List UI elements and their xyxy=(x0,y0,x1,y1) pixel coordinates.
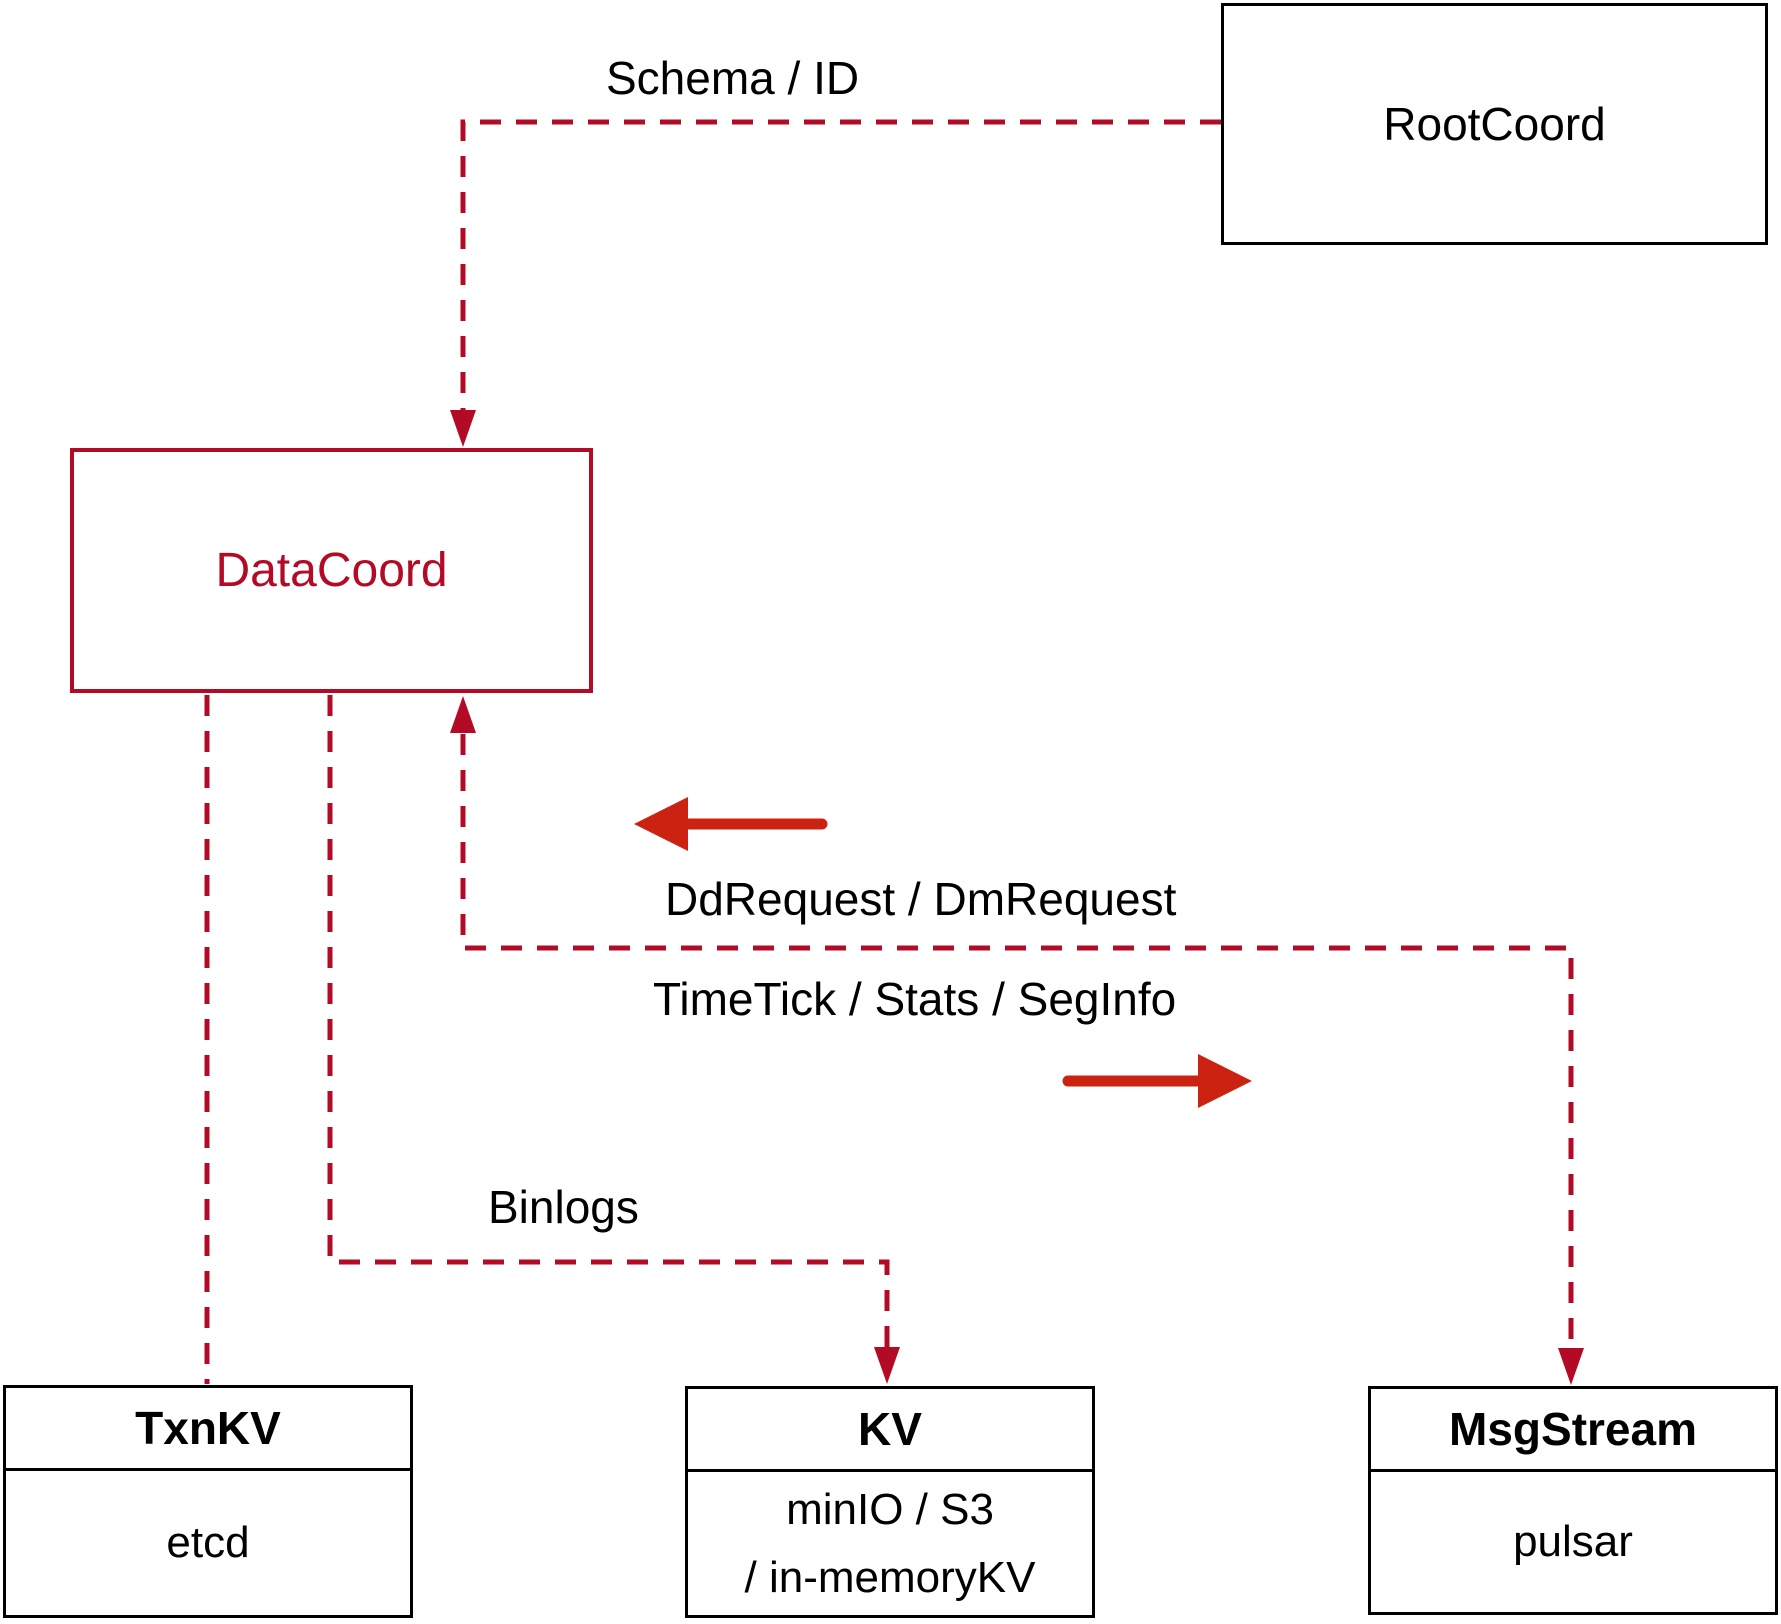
edge-label-timetick-stats-seginfo: TimeTick / Stats / SegInfo xyxy=(653,973,1177,1025)
rootcoord-label: RootCoord xyxy=(1383,98,1606,150)
txnkv-title: TxnKV xyxy=(6,1388,410,1471)
kv-line: minIO / S3 xyxy=(786,1484,994,1534)
datacoord-msgstream-connector xyxy=(450,696,1584,1385)
node-kv: KV minIO / S3 / in-memoryKV xyxy=(685,1386,1095,1618)
edge-label-binlogs: Binlogs xyxy=(488,1181,639,1233)
arrowhead-up-datacoord-bottom xyxy=(450,696,476,733)
msgstream-title: MsgStream xyxy=(1371,1389,1775,1472)
arrowhead-down-msgstream-top xyxy=(1558,1348,1584,1385)
arrowhead-down-datacoord-top xyxy=(450,410,476,447)
datacoord-kv-connector xyxy=(327,695,900,1384)
datacoord-label: DataCoord xyxy=(215,544,448,597)
kv-title: KV xyxy=(688,1389,1092,1472)
txnkv-line: etcd xyxy=(166,1518,250,1567)
edge-label-ddrequest-dmrequest: DdRequest / DmRequest xyxy=(665,873,1177,925)
edge-label-schema-id: Schema / ID xyxy=(606,52,860,104)
schema-id-connector xyxy=(450,119,1221,447)
kv-line: / in-memoryKV xyxy=(744,1552,1036,1602)
node-msgstream: MsgStream pulsar xyxy=(1368,1386,1778,1615)
txnkv-subtitle: etcd xyxy=(6,1471,410,1615)
msgstream-subtitle: pulsar xyxy=(1371,1472,1775,1612)
node-datacoord: DataCoord xyxy=(70,448,593,693)
node-rootcoord: RootCoord xyxy=(1221,3,1768,245)
left-direction-arrow xyxy=(634,797,828,851)
right-direction-arrow xyxy=(1062,1054,1252,1108)
node-txnkv: TxnKV etcd xyxy=(3,1385,413,1618)
msgstream-line: pulsar xyxy=(1513,1517,1633,1566)
kv-subtitle: minIO / S3 / in-memoryKV xyxy=(688,1472,1092,1615)
arrowhead-down-kv-top xyxy=(874,1347,900,1384)
